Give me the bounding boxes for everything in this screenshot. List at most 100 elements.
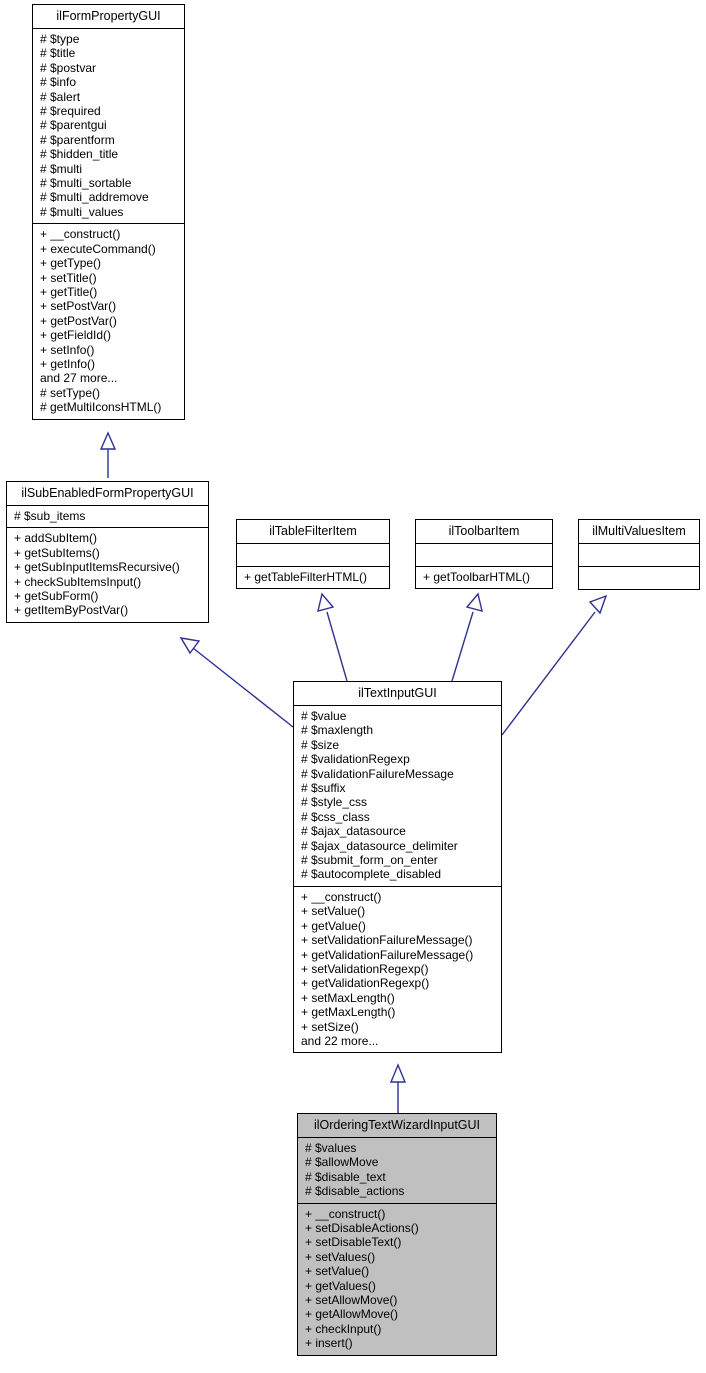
method-row: + getSubItems() [14, 545, 100, 560]
method-row: + setValue() [301, 904, 366, 919]
class-title: ilOrderingTextWizardInputGUI [313, 1118, 481, 1132]
method-row: + getInfo() [40, 356, 96, 371]
method-row: + getMaxLength() [301, 1005, 396, 1020]
attribute-row: # $title [40, 46, 76, 61]
method-row: + addSubItem() [14, 531, 98, 546]
method-row: + getTitle() [40, 284, 98, 299]
attribute-row: # $parentform [40, 132, 115, 147]
method-row: + getPostVar() [40, 313, 117, 328]
compartment-divider [294, 705, 501, 706]
attributes-compartment: # $value # $maxlength # $size # $validat… [294, 706, 501, 886]
method-row: + setValidationRegexp() [301, 961, 429, 976]
class-title: ilTableFilterItem [269, 524, 357, 538]
class-title: ilMultiValuesItem [592, 524, 686, 538]
method-row: + setTitle() [40, 270, 97, 285]
methods-compartment: + __construct() + executeCommand() + get… [33, 224, 184, 418]
attributes-compartment: # $sub_items [7, 506, 208, 527]
attribute-row: # $multi_values [40, 204, 124, 219]
method-row: + __construct() [301, 889, 382, 904]
method-row: + __construct() [40, 227, 121, 242]
class-box-iltablefilteritem[interactable]: ilTableFilterItem + getTableFilterHTML() [236, 519, 390, 590]
methods-compartment: + addSubItem() + getSubItems() + getSubI… [7, 528, 208, 621]
attribute-row: # $required [40, 104, 101, 119]
attribute-row: # $parentgui [40, 118, 107, 133]
attribute-row: # $size [301, 737, 340, 752]
compartment-divider [298, 1202, 496, 1204]
attribute-row: # $sub_items [14, 509, 86, 523]
methods-compartment: + getToolbarHTML() [416, 567, 552, 588]
class-title: ilToolbarItem [448, 524, 520, 538]
compartment-divider [579, 543, 699, 544]
method-row-more: and 27 more... [40, 371, 118, 386]
attribute-row: # $ajax_datasource [301, 824, 406, 839]
compartment-divider [294, 885, 501, 887]
methods-compartment: + getTableFilterHTML() [237, 567, 389, 588]
method-row: + setValues() [305, 1249, 376, 1264]
attribute-row: # $maxlength [301, 723, 374, 738]
method-row: + setPostVar() [40, 299, 117, 314]
method-row: + checkSubItemsInput() [14, 574, 142, 589]
attribute-row: # $type [40, 32, 80, 46]
method-row: + getType() [40, 256, 102, 271]
attributes-compartment [237, 544, 389, 566]
compartment-divider [579, 566, 699, 567]
attribute-row: # $multi_addremove [40, 190, 149, 205]
compartment-divider [7, 505, 208, 506]
method-row: + getAllowMove() [305, 1307, 399, 1322]
attribute-row: # $postvar [40, 60, 97, 75]
attribute-row: # $multi [40, 161, 83, 176]
class-box-ilsubenabledformpropertygui[interactable]: ilSubEnabledFormPropertyGUI # $sub_items… [6, 481, 209, 623]
attribute-row: # $value [301, 709, 347, 723]
attribute-row: # $disable_text [305, 1169, 386, 1184]
attributes-compartment [416, 544, 552, 566]
method-row: # getMultiIconsHTML() [40, 400, 162, 415]
method-row: + setValue() [305, 1264, 370, 1279]
method-row: + getTableFilterHTML() [244, 570, 368, 584]
method-row: + setInfo() [40, 342, 95, 357]
class-title: ilTextInputGUI [358, 686, 437, 700]
class-title: ilFormPropertyGUI [56, 9, 161, 23]
method-row: + setMaxLength() [301, 990, 395, 1005]
compartment-divider [237, 543, 389, 544]
method-row: # setType() [40, 385, 101, 400]
edge-textinput-to-toolbaritem [451, 592, 483, 682]
attribute-row: # $info [40, 75, 77, 90]
edge-textinput-to-multivaluesitem [501, 594, 608, 736]
attribute-row: # $validationRegexp [301, 752, 410, 767]
methods-compartment: + __construct() + setDisableActions() + … [298, 1204, 496, 1355]
method-row: + __construct() [305, 1206, 386, 1221]
method-row: + getValue() [301, 918, 366, 933]
class-box-iltextinputgui[interactable]: ilTextInputGUI # $value # $maxlength # $… [293, 681, 502, 1054]
method-row: + getFieldId() [40, 328, 112, 343]
method-row: + getSubInputItemsRecursive() [14, 560, 180, 575]
method-row: + insert() [305, 1336, 353, 1351]
compartment-divider [416, 543, 552, 544]
attribute-row: # $suffix [301, 781, 346, 796]
attribute-row: # $css_class [301, 809, 370, 824]
method-row: + getSubForm() [14, 589, 99, 604]
method-row: + checkInput() [305, 1321, 382, 1336]
compartment-divider [7, 527, 208, 529]
class-title: ilSubEnabledFormPropertyGUI [21, 486, 194, 500]
class-box-ilorderingtextwizardinputgui[interactable]: ilOrderingTextWizardInputGUI # $values #… [297, 1113, 497, 1356]
edge-subenabled-to-formproperty [99, 431, 117, 478]
method-row: + executeCommand() [40, 241, 156, 256]
class-box-ilmultivaluesitem[interactable]: ilMultiValuesItem [578, 519, 700, 590]
method-row: + setValidationFailureMessage() [301, 933, 473, 948]
methods-compartment [579, 567, 699, 589]
edge-textinput-to-tablefilteritem [317, 592, 348, 682]
attribute-row: # $autocomplete_disabled [301, 867, 442, 882]
attribute-row: # $submit_form_on_enter [301, 853, 438, 868]
compartment-divider [416, 566, 552, 567]
edge-orderingwizard-to-textinput [389, 1063, 407, 1113]
method-row: + setAllowMove() [305, 1293, 398, 1308]
attribute-row: # $style_css [301, 795, 368, 810]
method-row: + getValues() [305, 1278, 376, 1293]
method-row: + setDisableText() [305, 1235, 402, 1250]
method-row: + getItemByPostVar() [14, 603, 129, 618]
attribute-row: # $hidden_title [40, 147, 119, 162]
class-box-iltoolbaritem[interactable]: ilToolbarItem + getToolbarHTML() [415, 519, 553, 590]
class-box-ilformpropertygui[interactable]: ilFormPropertyGUI # $type # $title # $po… [32, 4, 185, 420]
method-row-more: and 22 more... [301, 1033, 379, 1048]
